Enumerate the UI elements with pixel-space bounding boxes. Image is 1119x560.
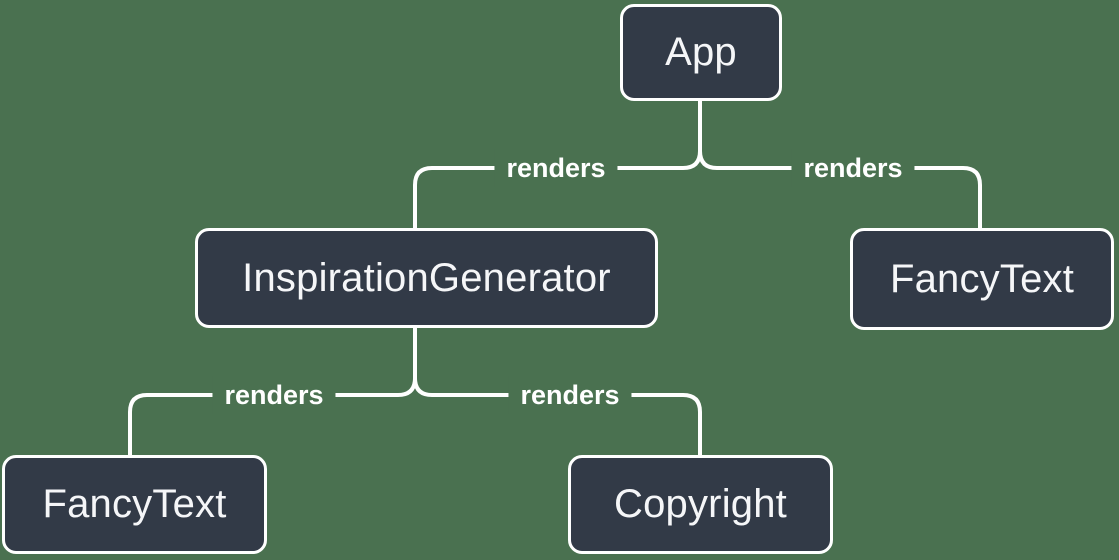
node-copyright: Copyright: [568, 455, 833, 554]
node-inspiration-generator-label: InspirationGenerator: [242, 255, 611, 300]
edge-label-app-fancy-text: renders: [791, 149, 915, 187]
node-inspiration-generator: InspirationGenerator: [195, 228, 658, 328]
node-app-label: App: [665, 30, 737, 74]
node-fancy-text-bottom-label: FancyText: [42, 482, 227, 526]
node-fancy-text-top-label: FancyText: [889, 256, 1075, 301]
node-fancy-text-top: FancyText: [850, 228, 1114, 330]
edge-label-inspiration-generator-copyright: renders: [508, 376, 632, 414]
node-fancy-text-bottom: FancyText: [2, 455, 267, 554]
edge-label-inspiration-generator-fancy-text: renders: [212, 376, 336, 414]
node-copyright-label: Copyright: [614, 482, 787, 526]
edge-label-app-inspiration-generator: renders: [494, 149, 618, 187]
node-app: App: [620, 4, 782, 101]
